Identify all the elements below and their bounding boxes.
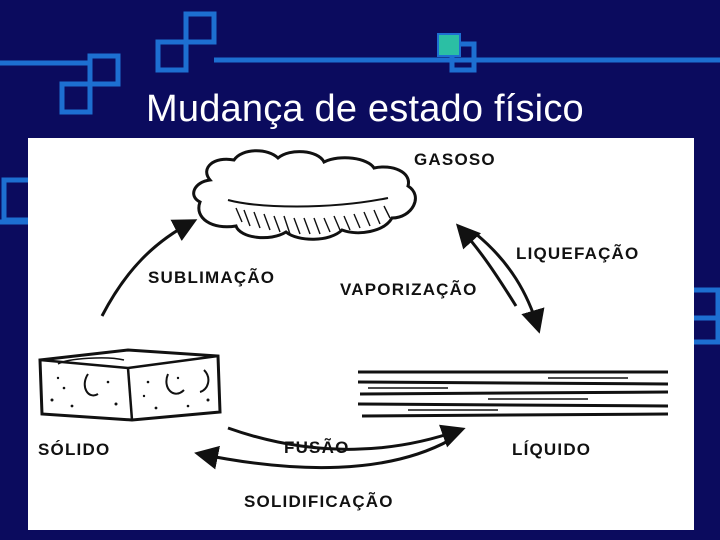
label-gasoso: GASOSO: [414, 150, 496, 170]
diagram-panel: GASOSO SUBLIMAÇÃO VAPORIZAÇÃO LIQUEFAÇÃO…: [28, 138, 694, 530]
label-sublimacao: SUBLIMAÇÃO: [148, 268, 275, 288]
label-fusao: FUSÃO: [284, 438, 350, 458]
label-liquido: LÍQUIDO: [512, 440, 591, 460]
label-liquefacao: LIQUEFAÇÃO: [516, 244, 639, 264]
cloud-icon: [194, 151, 416, 240]
state-change-drawing: [28, 138, 694, 530]
ice-block-icon: [40, 350, 220, 420]
label-solidificacao: SOLIDIFICAÇÃO: [244, 492, 394, 512]
label-vaporizacao: VAPORIZAÇÃO: [340, 280, 478, 300]
liquid-icon: [358, 370, 668, 418]
label-solido: SÓLIDO: [38, 440, 110, 460]
page-title: Mudança de estado físico: [146, 88, 584, 131]
